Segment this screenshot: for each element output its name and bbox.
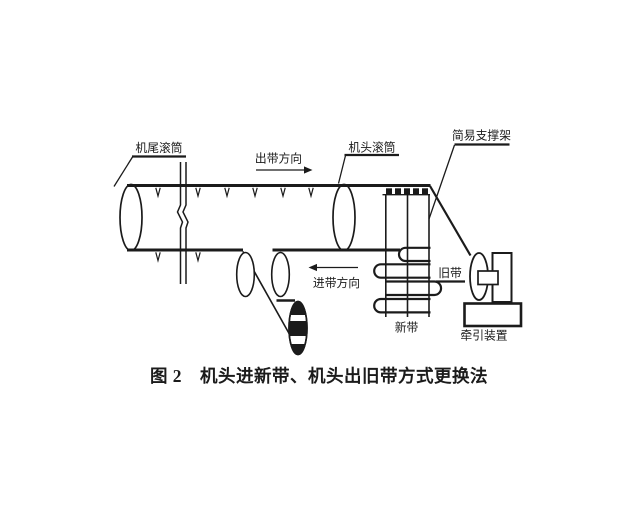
roll-wrap (397, 246, 431, 263)
break-marks (176, 162, 189, 284)
new-belt-label: 新带 (395, 321, 419, 335)
idler-hook (252, 187, 258, 199)
idler-hook (195, 187, 201, 199)
traction-device-label: 牵引装置 (460, 329, 507, 343)
belt-in-arrow (308, 263, 358, 272)
head-roller-leader (337, 155, 347, 184)
roll-wrap (385, 280, 443, 297)
frame-rollers (386, 188, 428, 195)
reel-axle (477, 270, 499, 286)
support-frame (382, 188, 430, 317)
traction-device (463, 252, 523, 328)
new-belt-roll (373, 246, 443, 314)
device-base (463, 302, 523, 328)
head-roller-label: 机头滚筒 (348, 141, 395, 155)
spool-outline (288, 300, 308, 356)
vertical-guide-roller (235, 251, 256, 298)
small-roller (413, 188, 419, 195)
tail-roller-leader (113, 156, 134, 187)
tail-roller-label: 机尾滚筒 (135, 141, 182, 155)
idler-hook (195, 252, 201, 263)
left-arrowhead-icon (308, 263, 317, 272)
small-roller (422, 188, 428, 195)
bottom-idlers (155, 252, 201, 263)
spool-stripe (289, 344, 307, 355)
idler-hook (308, 187, 314, 199)
right-arrowhead-icon (304, 166, 313, 174)
belt-takeup-assembly (235, 251, 308, 356)
idler-hook (280, 187, 286, 199)
old-belt-label: 旧带 (438, 266, 462, 280)
idler-hook (224, 187, 230, 199)
tail-roller (119, 183, 143, 252)
small-roller (395, 188, 401, 195)
break-mark-line (176, 162, 184, 284)
idler-hook (155, 252, 161, 263)
callout-lines (113, 143, 510, 283)
belt-out-direction-label: 出带方向 (255, 152, 302, 166)
belt-out-arrow (256, 166, 313, 174)
belt-conveyor (119, 162, 431, 284)
belt-in-direction-label: 进带方向 (313, 276, 360, 290)
small-roller (386, 188, 392, 195)
roll-wrap (373, 297, 431, 314)
figure-caption: 图 2 机头进新带、机头出旧带方式更换法 (150, 366, 488, 386)
spool-stripe (289, 321, 307, 336)
head-roller (332, 183, 356, 252)
small-roller (404, 188, 410, 195)
support-frame-leader (428, 144, 456, 220)
break-mark-line (182, 162, 189, 284)
support-frame-label: 简易支撑架 (452, 129, 511, 143)
vertical-guide-roller (270, 251, 291, 298)
roll-wrap (373, 263, 431, 279)
idler-hook (155, 187, 161, 199)
top-idlers (155, 187, 314, 199)
old-belt-line (429, 185, 472, 257)
